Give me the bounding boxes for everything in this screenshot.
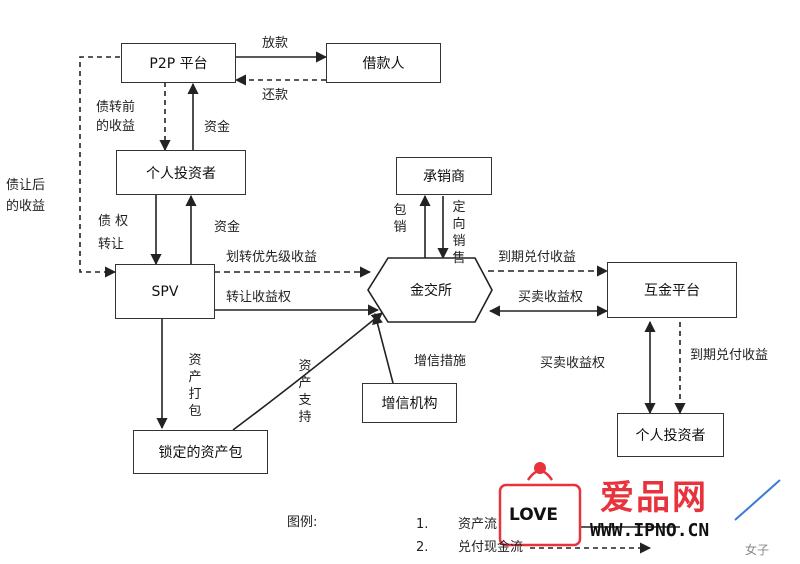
edge-asset-support bbox=[232, 312, 383, 431]
watermark-logo-text: LOVE bbox=[509, 505, 558, 525]
node-spv: SPV bbox=[115, 264, 215, 319]
label-maturity-payout-2: 到期兑付收益 bbox=[690, 348, 769, 363]
legend-item1-number: 1. bbox=[416, 517, 429, 532]
label-asset-support: 资产支持 bbox=[298, 359, 312, 425]
legend-title: 图例: bbox=[287, 515, 318, 530]
label-transfer-income-right: 转让收益权 bbox=[226, 290, 292, 305]
node-investor-top: 个人投资者 bbox=[116, 150, 246, 195]
edge-post-transfer-income bbox=[79, 56, 120, 278]
label-debt-transfer-2: 转让 bbox=[98, 237, 125, 252]
node-investor-right: 个人投资者 bbox=[617, 413, 724, 457]
label-funds-1: 资金 bbox=[204, 120, 231, 135]
legend-item2-number: 2. bbox=[416, 540, 429, 555]
label-loan: 放款 bbox=[262, 36, 289, 51]
node-borrower: 借款人 bbox=[326, 43, 441, 83]
label-funds-2: 资金 bbox=[214, 220, 241, 235]
edge-credit-measures bbox=[372, 312, 394, 384]
watermark-site-name: 爱品网 bbox=[600, 478, 708, 518]
label-repay: 还款 bbox=[262, 88, 289, 103]
label-post-transfer-income-1: 债让后 bbox=[6, 178, 46, 193]
label-credit-measures: 增信措施 bbox=[414, 354, 467, 369]
label-trade-income-right-2: 买卖收益权 bbox=[540, 356, 606, 371]
label-underwrite: 包销 bbox=[393, 203, 407, 235]
node-asset-pack: 锁定的资产包 bbox=[133, 430, 268, 474]
label-priority-income: 划转优先级收益 bbox=[226, 250, 318, 265]
label-directed-sale: 定向销售 bbox=[452, 200, 466, 266]
node-underwriter: 承销商 bbox=[396, 157, 492, 195]
node-huijin-platform: 互金平台 bbox=[607, 262, 737, 318]
watermark-logo bbox=[498, 462, 781, 547]
label-post-transfer-income-2: 的收益 bbox=[6, 199, 46, 214]
label-pre-transfer-income-1: 债转前 bbox=[96, 100, 136, 115]
label-asset-packaging: 资产打包 bbox=[188, 353, 202, 419]
exchange-hexagon bbox=[367, 257, 493, 323]
legend-item1-text: 资产流 bbox=[458, 517, 498, 532]
label-debt-transfer-1: 债 权 bbox=[98, 214, 129, 229]
watermark-url: WWW.IPNO.CN bbox=[590, 520, 710, 541]
label-trade-income-right-1: 买卖收益权 bbox=[518, 290, 584, 305]
node-credit-agency: 增信机构 bbox=[362, 383, 457, 423]
label-maturity-payout-1: 到期兑付收益 bbox=[498, 250, 577, 265]
label-pre-transfer-income-2: 的收益 bbox=[96, 119, 136, 134]
legend-item2-text: 兑付现金流 bbox=[458, 540, 524, 555]
node-exchange-label: 金交所 bbox=[410, 283, 452, 299]
node-p2p-platform: P2P 平台 bbox=[121, 43, 236, 83]
watermark-corner: 女子 bbox=[745, 543, 770, 557]
